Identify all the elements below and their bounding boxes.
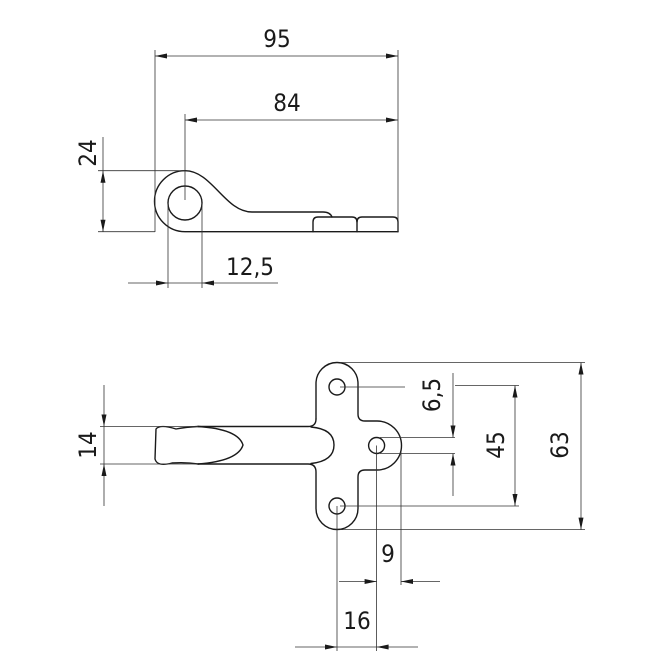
dimension-84: 84 [184,89,398,200]
dimension-6-5: 6,5 [380,373,456,496]
dim-label-14: 14 [74,431,102,458]
dimension-24: 24 [74,137,185,233]
dim-label-24: 24 [74,139,102,166]
dimension-45: 45 [340,385,519,507]
dimension-63: 63 [340,362,585,530]
top-view: 95 84 24 12,5 [74,25,399,288]
dimension-14: 14 [74,385,198,506]
dim-label-45: 45 [482,431,510,458]
dim-label-9: 9 [381,540,395,568]
hinge-side-profile [153,170,399,233]
dimension-9: 9 [339,452,440,585]
dim-label-84: 84 [273,89,300,117]
hinge-plan-outline [154,361,403,531]
dim-label-63: 63 [546,431,574,458]
dim-label-12-5: 12,5 [226,253,274,281]
plan-view: 14 6,5 45 63 [74,361,585,651]
dim-label-16: 16 [343,607,370,635]
dim-label-95: 95 [263,25,290,53]
dim-label-6-5: 6,5 [418,378,446,412]
dimension-12-5: 12,5 [128,203,278,288]
dimension-95: 95 [154,25,399,232]
dimension-16: 16 [295,445,418,651]
